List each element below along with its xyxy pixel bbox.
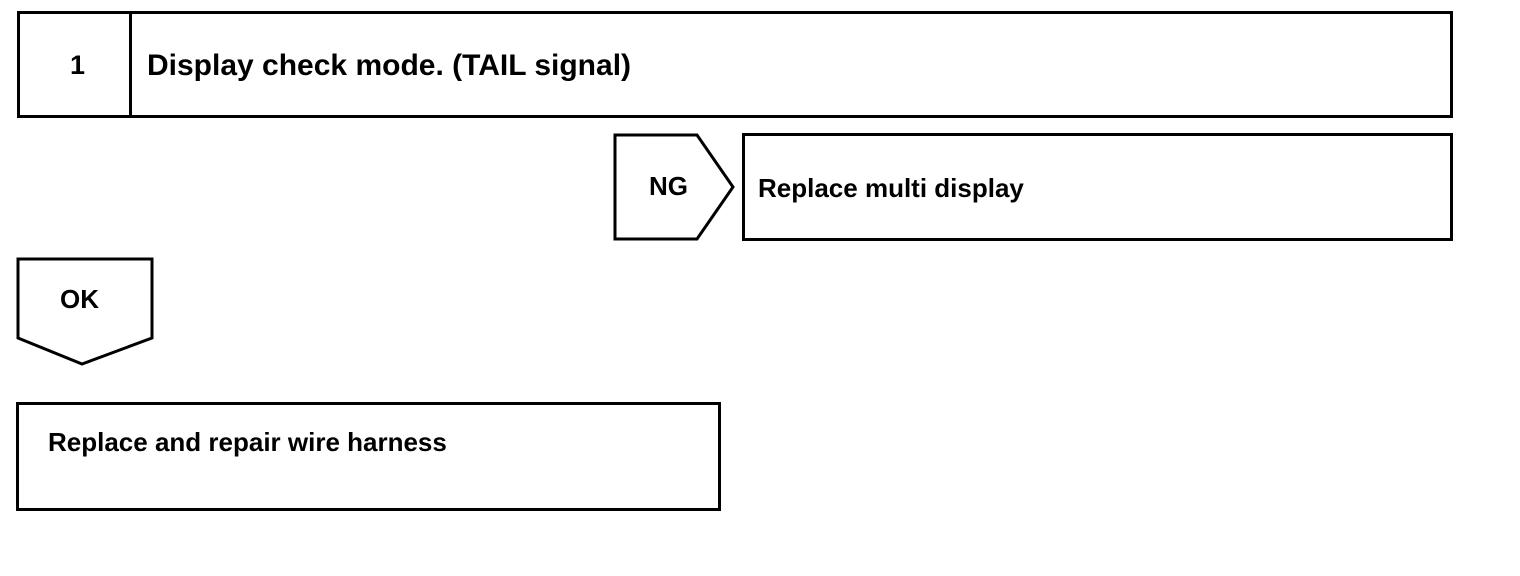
step-number: 1 (70, 50, 86, 80)
ok-result-text: Replace and repair wire harness (48, 427, 447, 457)
ng-label: NG (649, 171, 688, 201)
ok-label: OK (60, 284, 99, 314)
ng-result-text: Replace multi display (758, 173, 1024, 203)
ok-arrow-shape (16, 257, 154, 366)
ok-result-box: Replace and repair wire harness (16, 402, 721, 511)
step-title: Display check mode. (TAIL signal) (147, 49, 632, 82)
step-box: 1 Display check mode. (TAIL signal) (17, 11, 1453, 118)
ng-result-box: Replace multi display (742, 133, 1453, 241)
step-number-cell: 1 (20, 14, 132, 115)
ng-arrow-shape (613, 133, 735, 241)
